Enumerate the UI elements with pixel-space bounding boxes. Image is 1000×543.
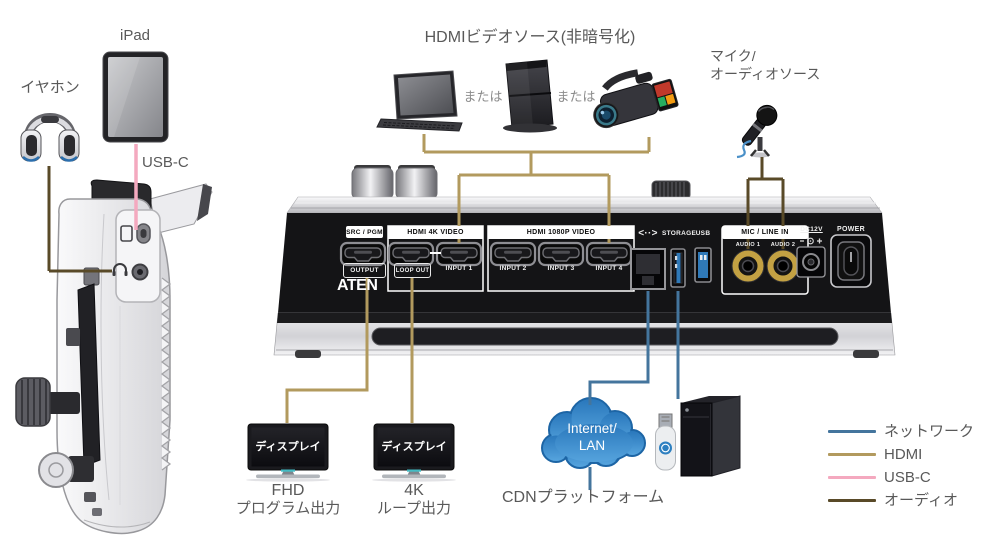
- or-label-1: または: [463, 89, 503, 104]
- tbar-handle: [351, 167, 394, 200]
- heat-sink-fins: [160, 277, 172, 471]
- legend-usbc-line: [828, 476, 876, 479]
- ethernet-icon: <··>: [638, 228, 658, 239]
- hdmi-loopout-port: [387, 241, 435, 267]
- internet-cloud-icon: [541, 397, 646, 469]
- fhd-label-line1: FHD: [271, 482, 305, 499]
- input4-label: INPUT 4: [595, 265, 623, 272]
- usb-label: USB: [695, 230, 711, 237]
- hdmi-input1-port: [435, 241, 483, 267]
- legend-audio-label: オーディオ: [884, 492, 958, 509]
- legend-hdmi-line: [828, 453, 876, 456]
- mic-line-in-label: MIC / LINE IN: [722, 226, 808, 239]
- 4k-label-line1: 4K: [404, 482, 424, 499]
- fhd-label-line2: プログラム出力: [235, 500, 341, 517]
- legend-usbc-label: USB-C: [884, 469, 931, 486]
- mic-cable: [736, 139, 752, 159]
- cloud-label-line1: Internet/: [567, 421, 617, 436]
- hdmi-input3-port: [537, 241, 585, 267]
- handle-slot: [371, 327, 839, 346]
- device-side-view: [15, 179, 213, 535]
- display2-screen-label: ディスプレイ: [381, 441, 447, 453]
- ipad-icon: [102, 51, 169, 143]
- aten-logo: ATEN: [337, 277, 378, 294]
- ipad-label: iPad: [119, 27, 151, 44]
- hdmi-output-lines: [285, 277, 414, 423]
- src-pgm-label: SRC / PGM: [346, 226, 383, 238]
- input3-label: INPUT 3: [547, 265, 575, 272]
- storage-usb-port: [670, 248, 686, 288]
- headphone-jack-icon: [113, 263, 127, 273]
- tbar-knob: [15, 377, 51, 427]
- legend-network-line: [828, 430, 876, 433]
- mic-label-line1: マイク/: [710, 48, 756, 64]
- power-label: POWER: [837, 226, 865, 233]
- hdmi-input2-port: [489, 241, 537, 267]
- loop-out-label: LOOP OUT: [394, 263, 431, 278]
- display-fhd-icon: [246, 423, 330, 482]
- dc-power-jack: [796, 237, 826, 278]
- usb-stick-icon: [655, 413, 676, 471]
- mic-audio-lines: [746, 157, 785, 249]
- drive-tower-icon: [680, 395, 741, 477]
- scroll-knob: [651, 180, 691, 200]
- audio2-jack: [767, 250, 799, 282]
- earphone-label: イヤホン: [20, 79, 80, 96]
- earphone-audio-line: [47, 166, 112, 273]
- cloud-label-line2: LAN: [578, 438, 606, 453]
- audio1-jack: [732, 250, 764, 282]
- laptop-icon: [376, 70, 463, 132]
- legend-audio-line: [828, 499, 876, 502]
- legend-hdmi-label: HDMI: [884, 446, 923, 463]
- camcorder-icon: [593, 69, 679, 129]
- side-port-panel: [115, 209, 161, 303]
- storage-label: STORAGE: [662, 230, 697, 237]
- cdn-label: CDNプラットフォーム: [502, 489, 665, 506]
- hdmi-source-lines: [422, 134, 651, 243]
- network-lines: [588, 291, 680, 490]
- input1-label: INPUT 1: [445, 265, 473, 272]
- or-label-2: または: [556, 89, 596, 104]
- tbar-handle: [395, 167, 438, 200]
- microphone-icon: [736, 104, 778, 159]
- audio2-label: AUDIO 2: [770, 242, 796, 248]
- display1-screen-label: ディスプレイ: [255, 441, 321, 453]
- power-switch: [830, 234, 872, 288]
- 4k-label-line2: ループ出力: [376, 500, 452, 517]
- headphones-icon: [20, 113, 80, 162]
- legend-network-label: ネットワーク: [884, 423, 975, 440]
- hdmi-input4-port: [585, 241, 633, 267]
- output-label: OUTPUT: [343, 263, 386, 278]
- tbar-arm: [48, 392, 80, 414]
- dc12v-label: DC12V: [800, 226, 823, 233]
- game-console-icon: [503, 59, 557, 133]
- hdmi-1080p-label: HDMI 1080P VIDEO: [488, 226, 634, 239]
- mic-label-line2: オーディオソース: [710, 66, 821, 82]
- ethernet-port: [630, 248, 666, 290]
- audio1-label: AUDIO 1: [735, 242, 761, 248]
- hdmi-output-port: [339, 241, 387, 267]
- tablet-icon: [120, 225, 133, 242]
- display-4k-icon: [372, 423, 456, 482]
- input2-label: INPUT 2: [499, 265, 527, 272]
- hdmi-sources-title: HDMIビデオソース(非暗号化): [424, 29, 636, 46]
- hdmi-4k-label: HDMI 4K VIDEO: [388, 226, 483, 239]
- usbc-label: USB-C: [142, 154, 189, 171]
- round-knob: [38, 452, 74, 488]
- usb-port: [694, 247, 712, 283]
